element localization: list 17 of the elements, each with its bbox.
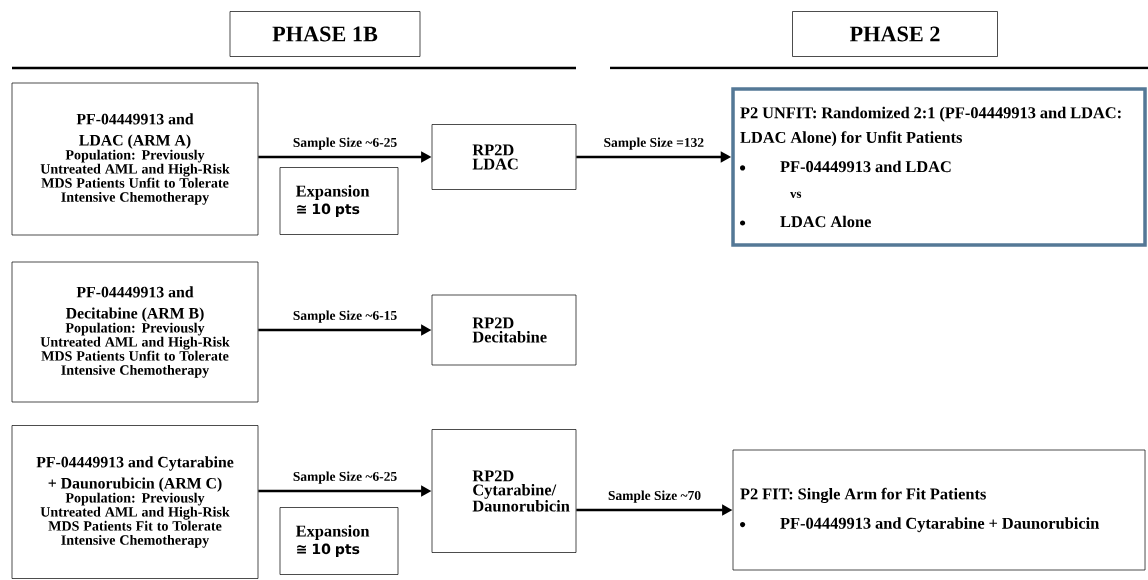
phase-two-box: P2 UNFIT: Randomized 2:1 (PF-04449913 and LDAC: LDAC Alone) for Unfit Patients PF-04449913 and LDAC vs LDAC Alone	[731, 87, 1147, 247]
edge-label: Sample Size ~6-15	[291, 309, 399, 324]
edge-label: Sample Size ~6-25	[291, 136, 399, 151]
arm-box: PF-04449913 and Decitabine (ARM B) Population: Previously Untreated AML and High-Risk MDS Patients Unfit to Tolerate Intensive Chemotherapy	[11, 261, 259, 403]
phase-box: PHASE 1B	[229, 11, 421, 57]
phase-two-box: P2 FIT: Single Arm for Fit Patients PF-04449913 and Cytarabine + Daunorubicin	[732, 449, 1146, 571]
expansion-box: Expansion ≅ 10 pts	[279, 167, 399, 235]
arm-box: PF-04449913 and LDAC (ARM A) Population: Previously Untreated AML and High-Risk MDS Patients Unfit to Tolerate Intensive Chemotherapy	[11, 82, 259, 236]
edge-label: Sample Size ~70	[606, 489, 703, 504]
edge-label: Sample Size =132	[602, 136, 706, 151]
expansion-box: Expansion ≅ 10 pts	[279, 507, 399, 575]
edge-label: Sample Size ~6-25	[291, 470, 399, 485]
dose-box: RP2D LDAC	[431, 124, 577, 190]
dose-box: RP2D Decitabine	[431, 294, 577, 366]
dose-box: RP2D Cytarabine/ Daunorubicin	[431, 429, 577, 553]
arm-box: PF-04449913 and Cytarabine + Daunorubicin (ARM C) Population: Previously Untreated AML and High-Risk MDS Patients Fit to Tolerate Intensive Chemotherapy	[11, 425, 259, 579]
phase-box: PHASE 2	[792, 11, 998, 57]
